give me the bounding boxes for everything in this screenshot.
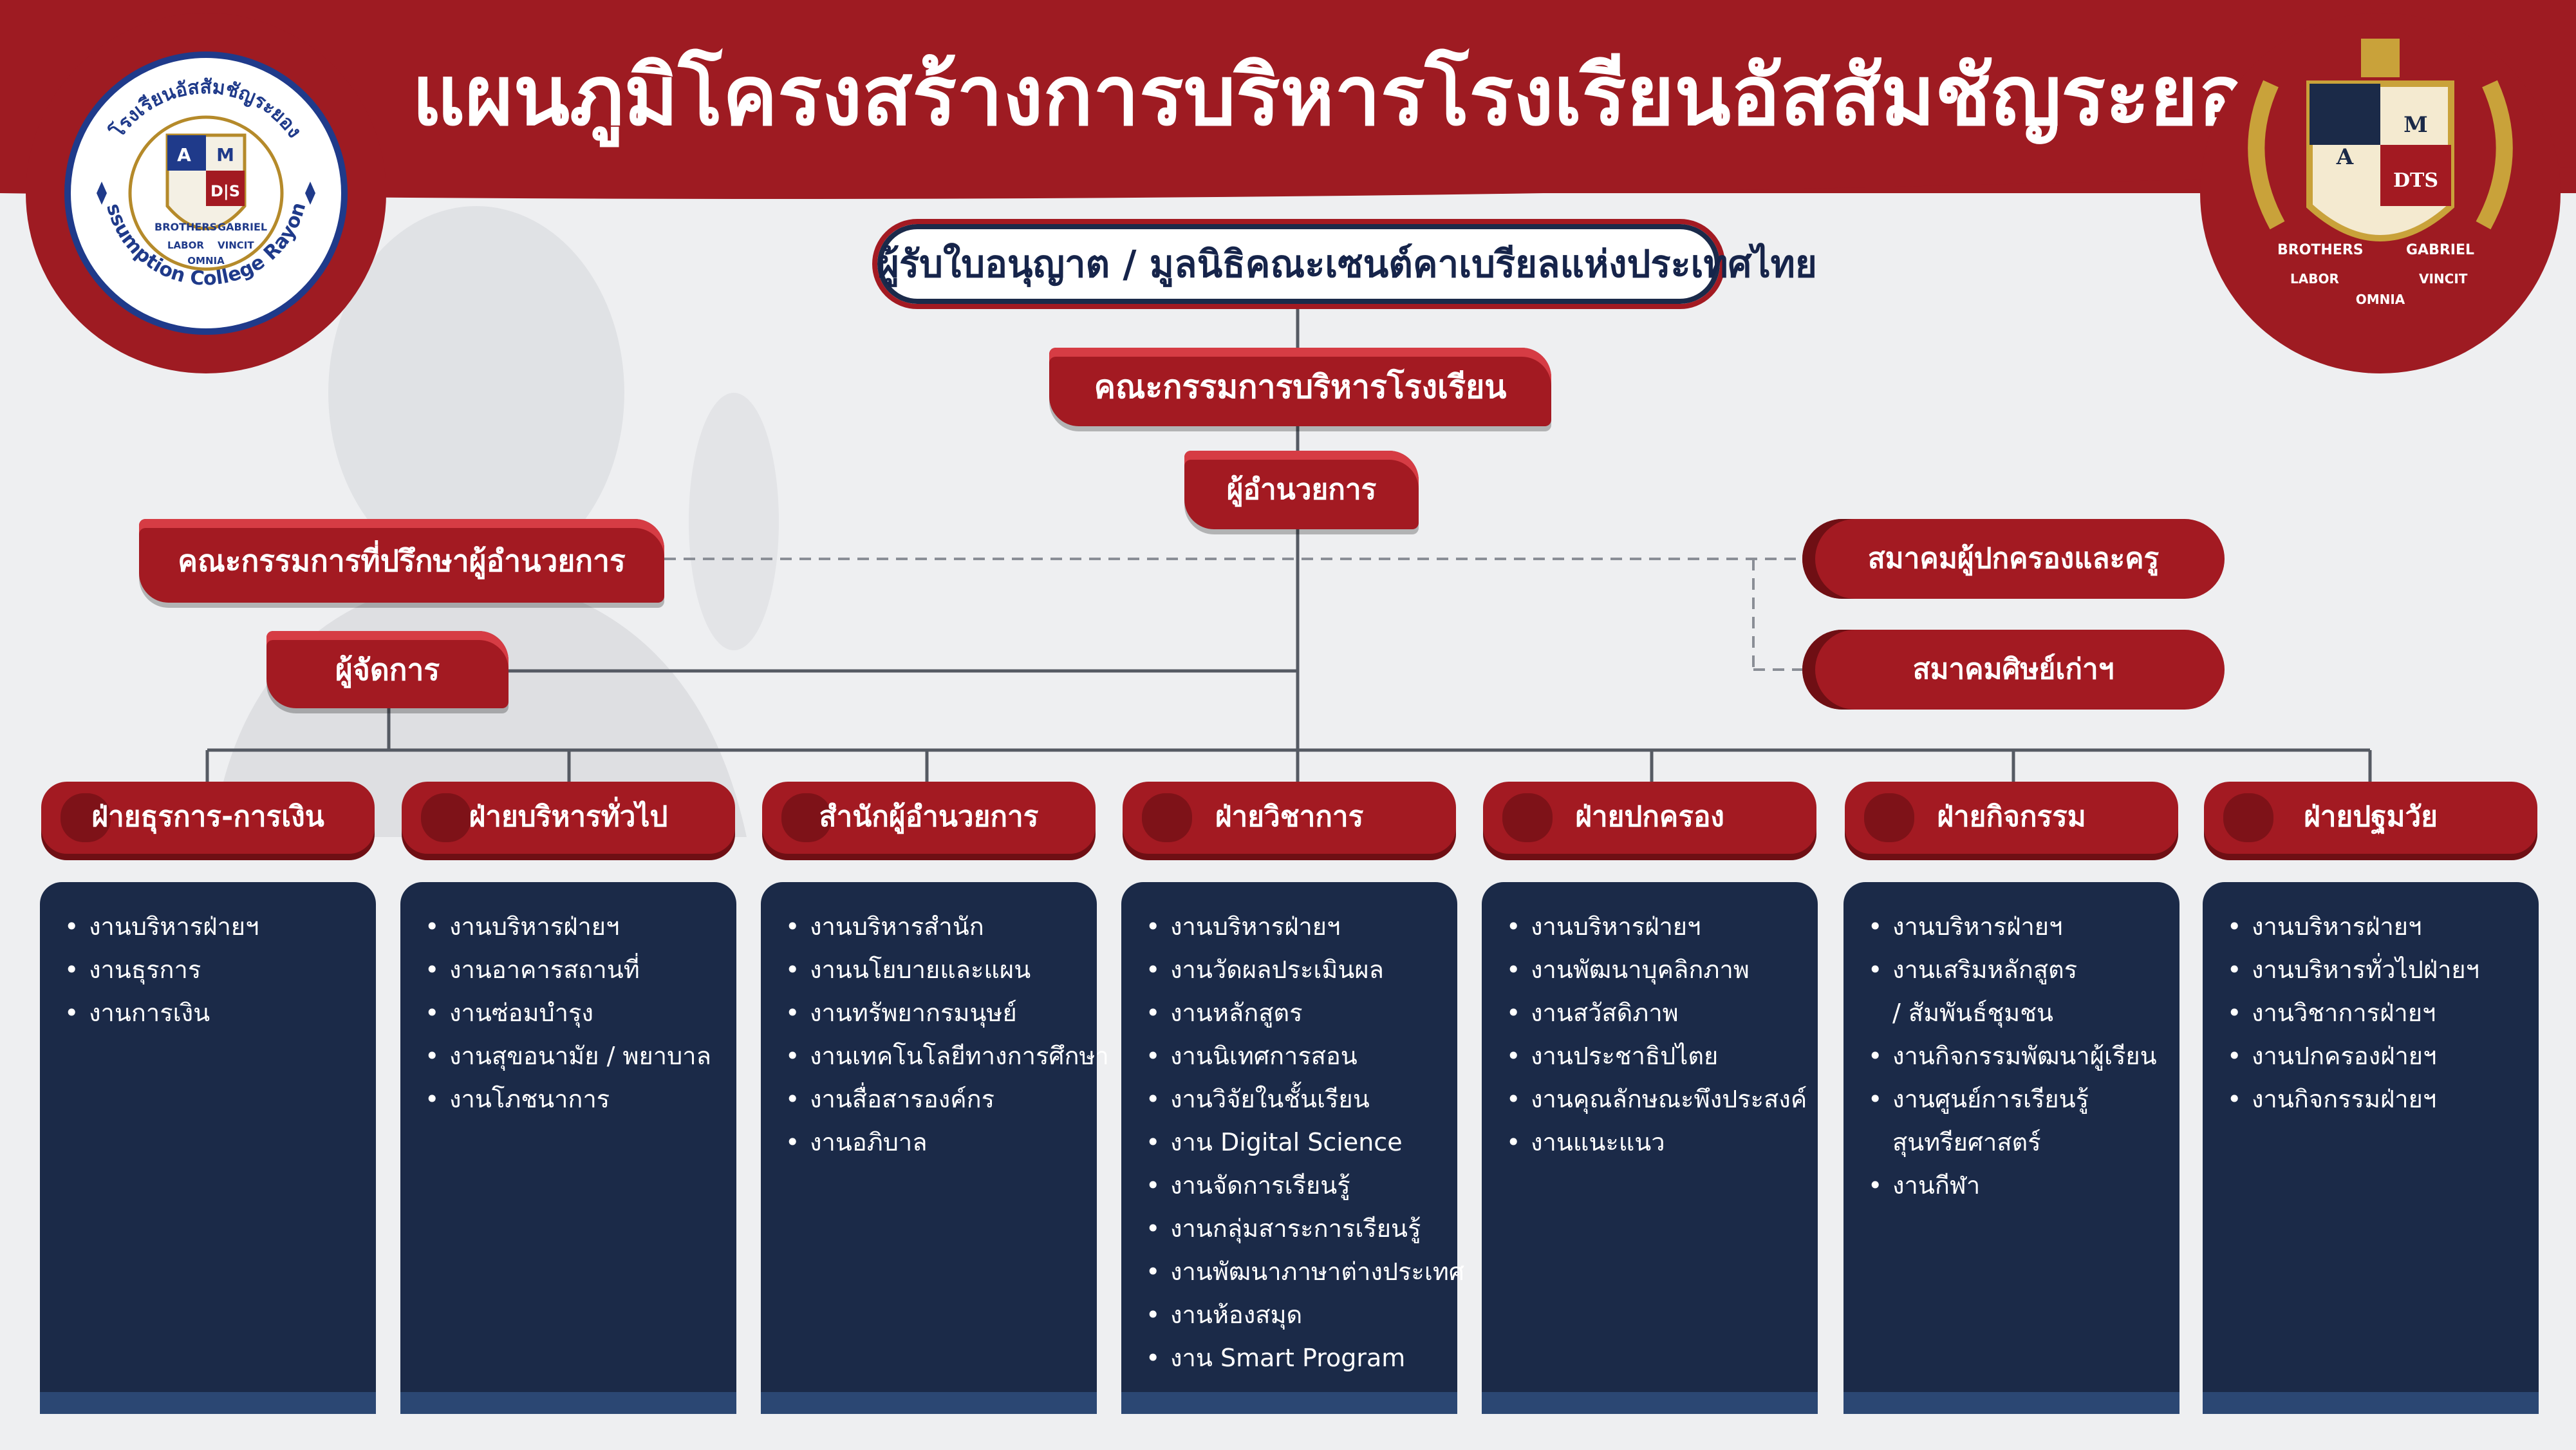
logo-letters-ds: D|S: [210, 182, 240, 200]
list-item: งานกิจกรรมพัฒนาผู้เรียน: [1868, 1035, 2179, 1078]
dept-academic-panel: งานบริหารฝ่ายฯ งานวัดผลประเมินผล งานหลัก…: [1121, 882, 1464, 1414]
school-logo-seal: โรงเรียนอัสสัมชัญระยอง Assumption Colleg…: [64, 52, 348, 335]
list-item: งาน Smart Program: [1146, 1337, 1457, 1380]
list-item: งานกลุ่มสาระการเรียนรู้: [1146, 1207, 1457, 1250]
crest-letter-a: A: [2336, 144, 2354, 170]
list-item: งานทรัพยากรมนุษย์: [785, 992, 1097, 1035]
list-item: งานนโยบายและแผน: [785, 948, 1097, 992]
logo-motto-omnia: OMNIA: [187, 255, 225, 267]
list-item: งานกิจกรรมฝ่ายฯ: [2227, 1078, 2539, 1121]
dept-student-affairs-panel: งานบริหารฝ่ายฯ งานพัฒนาบุคลิกภาพ งานสวัส…: [1482, 882, 1818, 1414]
list-item: งานสุขอนามัย / พยาบาล: [425, 1035, 736, 1078]
crest-motto-brothers: BROTHERS: [2277, 242, 2364, 258]
logo-motto-labor: LABOR: [167, 240, 204, 251]
alumni-association-box: สมาคมศิษย์เก่าฯ: [1802, 630, 2225, 710]
list-item: งานซ่อมบำรุง: [425, 992, 736, 1035]
list-item: งานคุณลักษณะพึงประสงค์: [1506, 1078, 1818, 1121]
list-item: งานศูนย์การเรียนรู้: [1868, 1078, 2179, 1121]
list-item: งานธุรการ: [64, 948, 376, 992]
laurel-right-icon: [2476, 80, 2513, 230]
list-item: งาน Digital Science: [1146, 1121, 1457, 1164]
logo-letter-m: M: [216, 144, 234, 165]
list-item: งานสวัสดิภาพ: [1506, 992, 1818, 1035]
dept-finance-panel: งานบริหารฝ่ายฯ งานธุรการ งานการเงิน: [40, 882, 376, 1414]
list-item: งานบริหารฝ่ายฯ: [2227, 905, 2539, 948]
crest-logo-right: A M DTS BROTHERS GABRIEL LABOR VINCIT OM…: [2200, 13, 2561, 373]
list-item: งานวิชาการฝ่ายฯ: [2227, 992, 2539, 1035]
logo-motto-brothers: BROTHERS: [154, 221, 217, 233]
dept-student-affairs-header: ฝ่ายปกครอง: [1483, 782, 1816, 854]
star-icon: [305, 182, 315, 205]
list-item: งานปกครองฝ่ายฯ: [2227, 1035, 2539, 1078]
list-item: งานบริหารฝ่ายฯ: [1146, 905, 1457, 948]
list-item: งานแนะแนว: [1506, 1121, 1818, 1164]
list-item: งานประชาธิปไตย: [1506, 1035, 1818, 1078]
dept-activities-header: ฝ่ายกิจกรรม: [1845, 782, 2178, 854]
list-item: งานวัดผลประเมินผล: [1146, 948, 1457, 992]
banner-wave: [0, 155, 2576, 199]
crest-motto-labor: LABOR: [2290, 271, 2339, 287]
list-item: งานบริหารฝ่ายฯ: [1868, 905, 2179, 948]
list-item: งานกีฬา: [1868, 1164, 2179, 1207]
crest-motto-omnia: OMNIA: [2356, 292, 2405, 307]
dept-early-childhood-panel: งานบริหารฝ่ายฯ งานบริหารทั่วไปฝ่ายฯ งานว…: [2203, 882, 2539, 1414]
manager-box: ผู้จัดการ: [266, 631, 509, 708]
school-logo-left: โรงเรียนอัสสัมชัญระยอง Assumption Colleg…: [26, 13, 386, 373]
list-item-continuation: / สัมพันธ์ชุมชน: [1892, 999, 2053, 1027]
dept-director-office-header: สำนักผู้อำนวยการ: [762, 782, 1096, 854]
list-item: งานวิจัยในชั้นเรียน: [1146, 1078, 1457, 1121]
list-item: งานโภชนาการ: [425, 1078, 736, 1121]
dept-director-office-panel: งานบริหารสำนัก งานนโยบายและแผน งานทรัพยา…: [761, 882, 1109, 1414]
logo-letter-a: A: [177, 144, 191, 165]
list-item: งานเทคโนโลยีทางการศึกษา: [785, 1035, 1109, 1078]
list-item: งานบริหารทั่วไปฝ่ายฯ: [2227, 948, 2539, 992]
director-box: ผู้อำนวยการ: [1184, 451, 1419, 529]
list-item: งานอาคารสถานที่: [425, 948, 736, 992]
crest-motto-vincit: VINCIT: [2419, 271, 2468, 287]
dept-general-admin-header: ฝ่ายบริหารทั่วไป: [402, 782, 735, 854]
crest-letters-ds: DTS: [2393, 169, 2438, 192]
list-item: งานการเงิน: [64, 992, 376, 1035]
list-item: งานนิเทศการสอน: [1146, 1035, 1457, 1078]
crest-letter-m: M: [2403, 112, 2428, 138]
dept-early-childhood-header: ฝ่ายปฐมวัย: [2204, 782, 2537, 854]
advisory-committee-box: คณะกรรมการที่ปรึกษาผู้อำนวยการ: [139, 519, 664, 603]
laurel-left-icon: [2248, 80, 2285, 230]
list-item: งานห้องสมุด: [1146, 1294, 1457, 1337]
dept-general-admin-panel: งานบริหารฝ่ายฯ งานอาคารสถานที่ งานซ่อมบำ…: [400, 882, 736, 1414]
list-item: งานหลักสูตร: [1146, 992, 1457, 1035]
star-icon: [97, 182, 107, 205]
list-item: งานอภิบาล: [785, 1121, 1097, 1164]
parents-association-box: สมาคมผู้ปกครองและครู: [1802, 519, 2225, 599]
school-board-box: คณะกรรมการบริหารโรงเรียน: [1049, 348, 1551, 426]
licensee-box: ผู้รับใบอนุญาต / มูลนิธิคณะเซนต์คาเบรียล…: [872, 219, 1817, 309]
list-item: งานบริหารฝ่ายฯ: [64, 905, 376, 948]
dept-finance-header: ฝ่ายธุรการ-การเงิน: [41, 782, 375, 854]
dept-activities-panel: งานบริหารฝ่ายฯ งานเสริมหลักสูตร / สัมพัน…: [1843, 882, 2179, 1414]
list-item: งานสื่อสารองค์กร: [785, 1078, 1097, 1121]
logo-motto-vincit: VINCIT: [218, 240, 254, 251]
list-item: งานบริหารฝ่ายฯ: [425, 905, 736, 948]
dept-academic-header: ฝ่ายวิชาการ: [1123, 782, 1456, 854]
list-item-continuation: สุนทรียศาสตร์: [1892, 1128, 2041, 1156]
list-item: งานบริหารสำนัก: [785, 905, 1097, 948]
page-title: แผนภูมิโครงสร้างการบริหารโรงเรียนอัสสัมช…: [412, 48, 2288, 144]
logo-motto-gabriel: GABRIEL: [218, 221, 267, 233]
list-item: งานพัฒนาบุคลิกภาพ: [1506, 948, 1818, 992]
list-item: งานเสริมหลักสูตร: [1868, 948, 2179, 992]
list-item: งานพัฒนาภาษาต่างประเทศ: [1146, 1250, 1464, 1294]
list-item: งานบริหารฝ่ายฯ: [1506, 905, 1818, 948]
crest-motto-gabriel: GABRIEL: [2406, 242, 2474, 258]
list-item: งานจัดการเรียนรู้: [1146, 1164, 1457, 1207]
